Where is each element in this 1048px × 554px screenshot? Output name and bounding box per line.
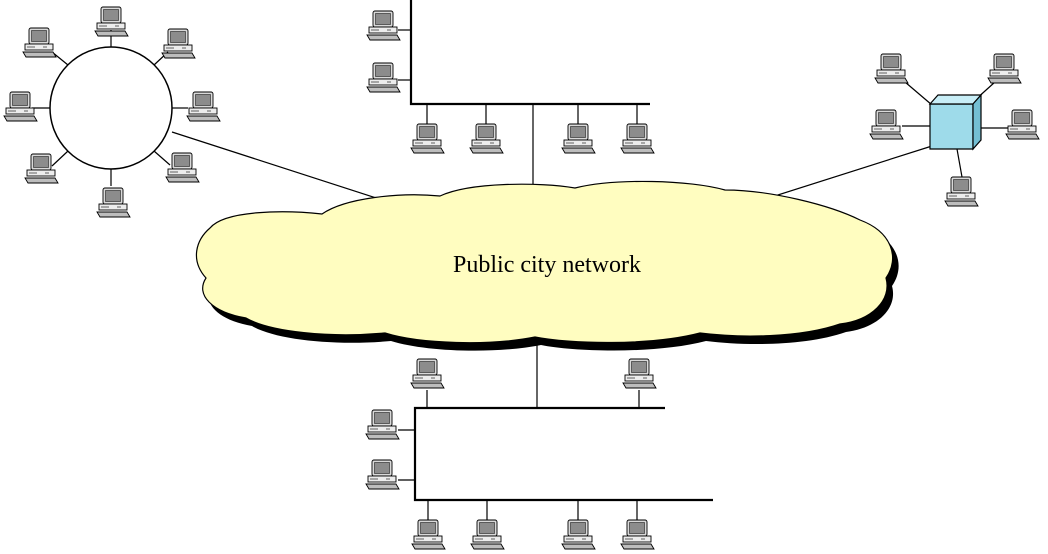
desktop-computer-icon [874, 53, 909, 84]
desktop-computer-icon [987, 53, 1022, 84]
desktop-computer-icon [869, 109, 904, 140]
desktop-computer-icon [944, 176, 979, 207]
desktop-computer-icon [410, 123, 445, 154]
bus-cable [413, 406, 713, 502]
desktop-computer-icon [186, 91, 221, 122]
desktop-computer-icon [3, 91, 38, 122]
cloud-label: Public city network [453, 252, 641, 278]
hub-cube-icon [928, 93, 983, 151]
desktop-computer-icon [622, 358, 657, 389]
star-network [869, 53, 1040, 207]
ring-cable [49, 46, 173, 170]
bus-cable [409, 0, 650, 106]
desktop-computer-icon [161, 28, 196, 59]
bottom-bus-network [365, 358, 713, 550]
desktop-computer-icon [620, 123, 655, 154]
desktop-computer-icon [24, 153, 59, 184]
desktop-computer-icon [22, 27, 57, 58]
cloud-body [195, 180, 894, 344]
desktop-computer-icon [165, 152, 200, 183]
desktop-computer-icon [1005, 109, 1040, 140]
desktop-computer-icon [469, 123, 504, 154]
desktop-computer-icon [561, 519, 596, 550]
ring-network [3, 6, 221, 218]
desktop-computer-icon [470, 519, 505, 550]
top-bus-network [366, 0, 655, 154]
desktop-computer-icon [410, 358, 445, 389]
desktop-computer-icon [365, 459, 400, 490]
desktop-computer-icon [96, 187, 131, 218]
desktop-computer-icon [411, 519, 446, 550]
desktop-computer-icon [366, 62, 401, 93]
star-to-cloud-link [761, 145, 933, 201]
desktop-computer-icon [561, 123, 596, 154]
public-city-network-cloud: Public city network [195, 180, 899, 351]
desktop-computer-icon [94, 6, 129, 37]
desktop-computer-icon [620, 519, 655, 550]
desktop-computer-icon [366, 10, 401, 41]
ring-to-cloud-link [171, 131, 399, 206]
desktop-computer-icon [365, 409, 400, 440]
